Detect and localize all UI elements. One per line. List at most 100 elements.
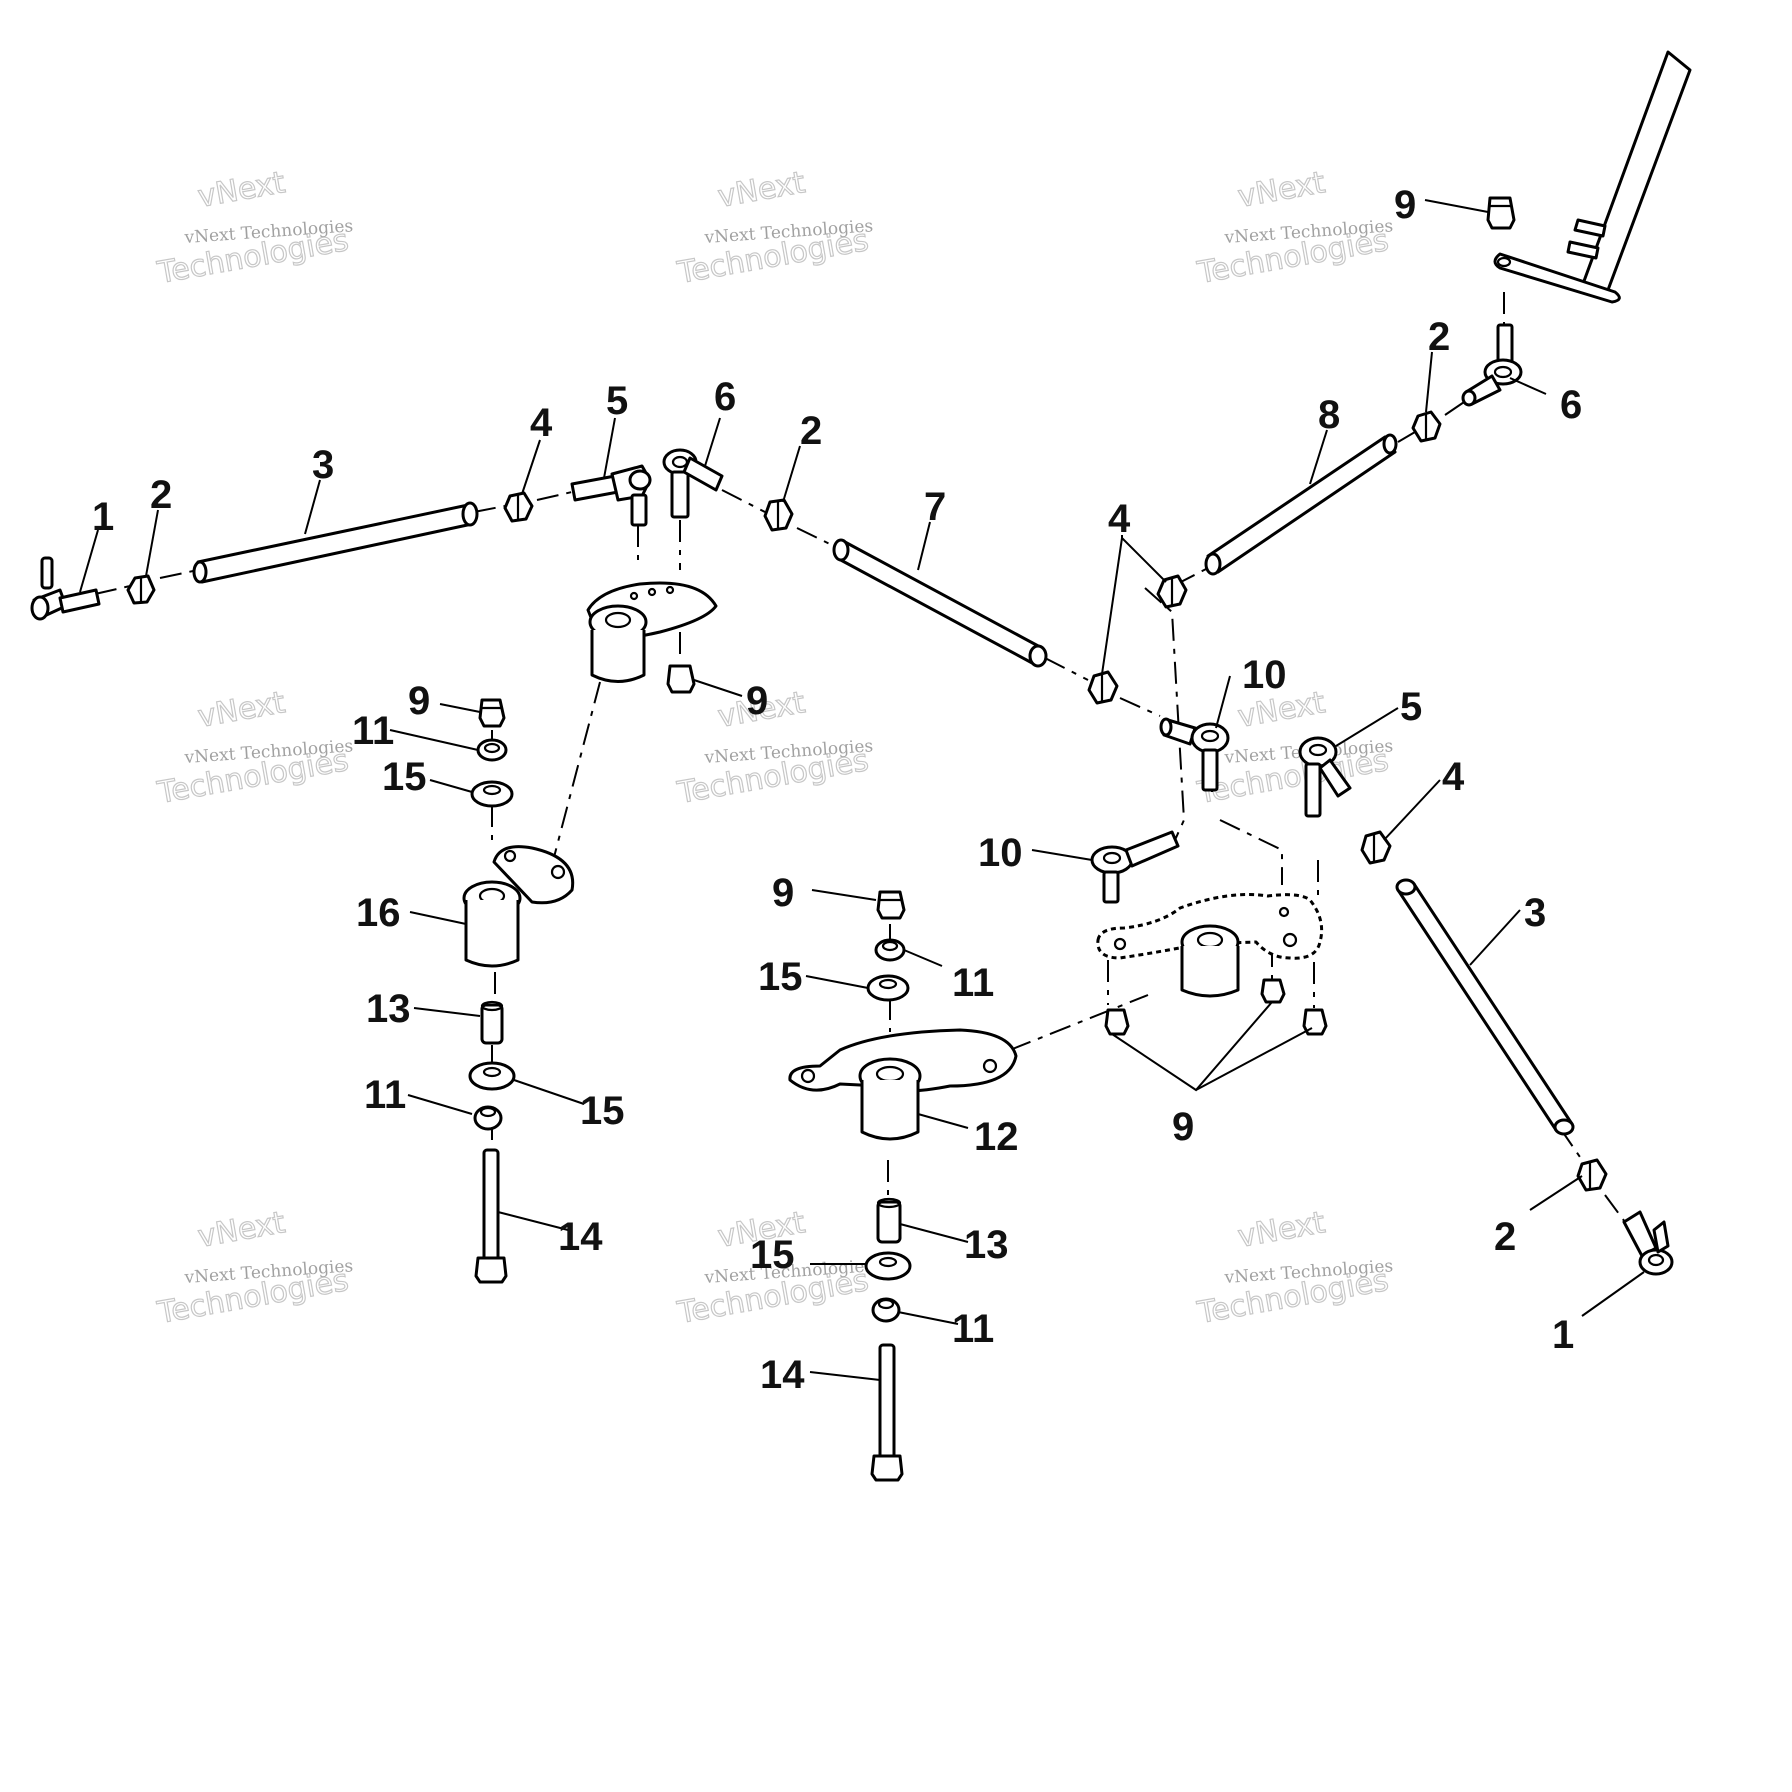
callout-15: 15 [750, 1233, 795, 1277]
callout-11: 11 [352, 709, 394, 753]
watermark: vNext vNext Technologies Technologies [154, 685, 354, 812]
callout-3: 3 [1524, 891, 1546, 935]
leader-lines [79, 199, 1645, 1381]
callout-6: 6 [714, 375, 736, 419]
callout-2: 2 [800, 409, 822, 453]
jam-nut [1411, 410, 1442, 443]
svg-text:vNext: vNext [1235, 1205, 1328, 1255]
callout-9: 9 [746, 679, 768, 723]
sleeve [480, 1000, 504, 1045]
washer-small [473, 1105, 503, 1131]
rod-end [662, 448, 724, 519]
rod-end [1298, 736, 1352, 818]
jam-nut [503, 491, 534, 523]
bellcrank-upper-left [586, 581, 718, 683]
watermark: vNext vNext Technologies Technologies [1194, 1205, 1394, 1332]
jam-nut [1156, 574, 1188, 609]
callout-1: 1 [92, 495, 114, 539]
callout-14: 14 [760, 1353, 805, 1397]
jam-nut [1360, 830, 1392, 865]
tie-rod-steering [1204, 433, 1398, 576]
callout-14: 14 [558, 1215, 603, 1259]
svg-text:vNext: vNext [715, 165, 808, 215]
washer-small [874, 938, 906, 962]
assembly-lines [94, 292, 1626, 1223]
watermark: vNext vNext Technologies Technologies [674, 685, 874, 812]
callout-8: 8 [1318, 393, 1340, 437]
svg-text:vNext: vNext [195, 1205, 288, 1255]
callout-12: 12 [974, 1115, 1019, 1159]
washer-small [871, 1297, 901, 1323]
svg-text:vNext: vNext [1235, 165, 1328, 215]
callout-11: 11 [952, 961, 994, 1005]
callout-7: 7 [924, 485, 946, 529]
lock-nut [1104, 1008, 1130, 1036]
rod-end-right [1622, 1210, 1674, 1276]
watermark: vNext vNext Technologies Technologies [154, 165, 354, 292]
svg-text:vNext: vNext [195, 685, 288, 735]
callout-1: 1 [1552, 1313, 1574, 1357]
callout-11: 11 [952, 1307, 994, 1351]
callout-11: 11 [364, 1073, 406, 1117]
callout-6: 6 [1560, 383, 1582, 427]
rod-end [1461, 323, 1523, 407]
callout-4: 4 [530, 401, 553, 445]
steering-shaft [1493, 50, 1692, 304]
callout-5: 5 [1400, 685, 1422, 729]
washer-flat [470, 780, 514, 808]
lock-nut [666, 664, 696, 694]
bolt [870, 1343, 904, 1482]
svg-text:vNext: vNext [195, 165, 288, 215]
bellcrank-left [462, 845, 575, 968]
watermark: vNext vNext Technologies Technologies [154, 1205, 354, 1332]
callout-10: 10 [978, 831, 1023, 875]
callout-2: 2 [150, 473, 172, 517]
callout-2: 2 [1494, 1215, 1516, 1259]
callouts: 1 2 3 4 5 6 2 7 4 8 2 9 6 9 9 11 15 10 5… [92, 183, 1582, 1397]
washer-small [476, 738, 508, 762]
callout-15: 15 [758, 955, 803, 999]
washer-flat [468, 1061, 516, 1091]
lock-nut [1260, 978, 1286, 1004]
callout-16: 16 [356, 891, 401, 935]
jam-nut [126, 574, 156, 605]
callout-15: 15 [382, 755, 427, 799]
watermark: vNext vNext Technologies Technologies [674, 165, 874, 292]
callout-9: 9 [1172, 1105, 1194, 1149]
bellcrank-center [788, 1028, 1018, 1141]
bellcrank-right [1096, 893, 1324, 998]
parts [30, 50, 1692, 1482]
watermark: vNext vNext Technologies Technologies [1194, 165, 1394, 292]
jam-nut [763, 498, 794, 532]
washer-flat [866, 974, 910, 1002]
callout-4: 4 [1108, 497, 1131, 541]
callout-10: 10 [1242, 653, 1287, 697]
lock-nut [1486, 196, 1516, 230]
callout-13: 13 [964, 1223, 1009, 1267]
callout-15: 15 [580, 1089, 625, 1133]
callout-4: 4 [1442, 755, 1465, 799]
callout-5: 5 [606, 379, 628, 423]
rod-end-left [30, 556, 101, 621]
sleeve [876, 1197, 902, 1244]
tie-rod-lower [1395, 878, 1575, 1136]
washer-flat [864, 1251, 912, 1281]
bolt [474, 1148, 508, 1284]
lock-nut [1302, 1008, 1328, 1036]
callout-9: 9 [772, 871, 794, 915]
tie-rod-upper [192, 501, 479, 584]
callout-3: 3 [312, 443, 334, 487]
callout-13: 13 [366, 987, 411, 1031]
jam-nut [1087, 670, 1119, 705]
rod-end [570, 464, 652, 527]
callout-9: 9 [1394, 183, 1416, 227]
jam-nut [1576, 1158, 1608, 1192]
rod-end [1090, 830, 1180, 904]
rod-end [1159, 717, 1230, 792]
callout-2: 2 [1428, 315, 1450, 359]
lock-nut [478, 698, 506, 728]
drag-link [832, 538, 1048, 668]
lock-nut [876, 890, 906, 920]
callout-9: 9 [408, 679, 430, 723]
